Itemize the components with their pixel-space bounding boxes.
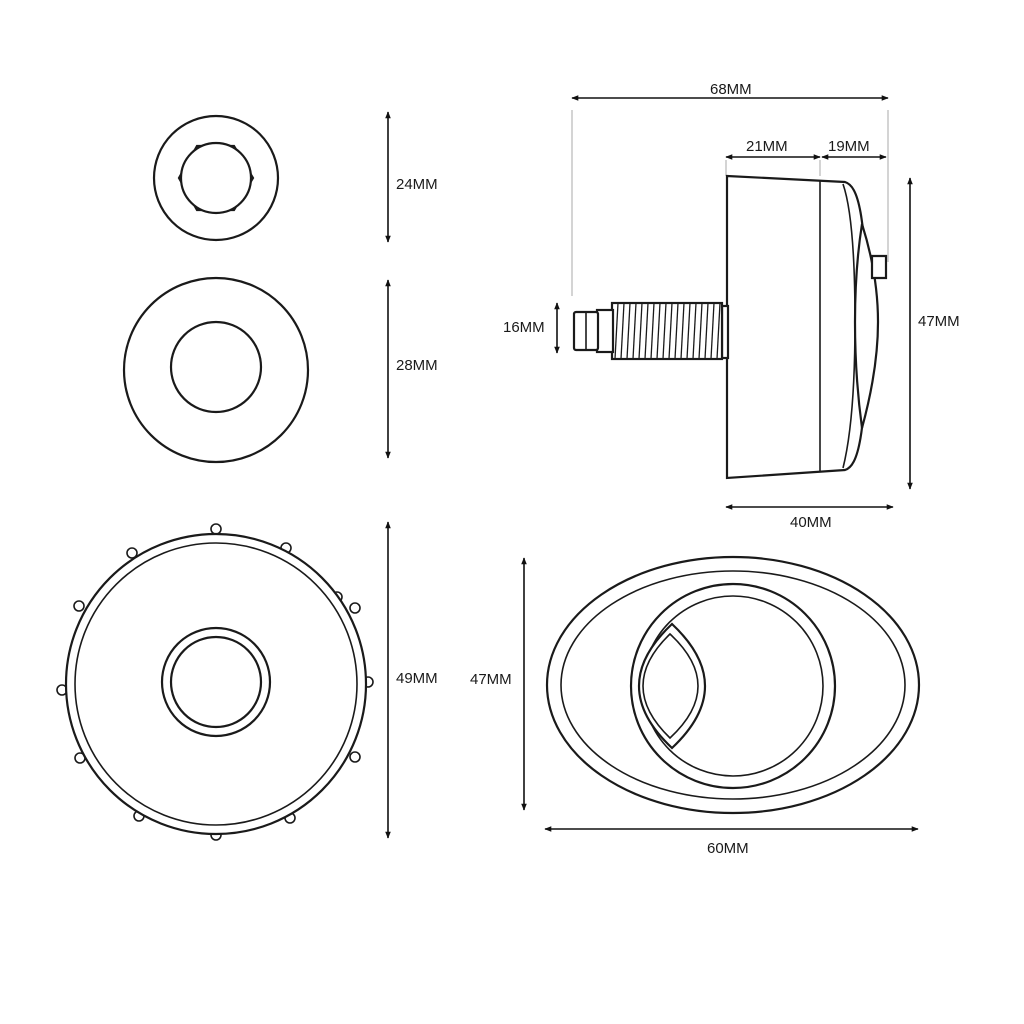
dim-label-button-height: 47MM: [470, 671, 512, 688]
dim-button-width: 60MM: [544, 826, 919, 857]
washer-medium: [122, 276, 310, 464]
side-view-thread: [572, 301, 724, 361]
side-body-shell: [725, 174, 869, 480]
dim-washer-medium: 28MM: [385, 279, 438, 459]
side-pin: [870, 254, 888, 280]
washer-small-hex: [152, 114, 280, 242]
dim-nut-large: 49MM: [385, 521, 438, 839]
thread-collar: [595, 308, 615, 354]
nut-large-ribbed: [56, 523, 374, 841]
dim-side-cap-depth: 19MM: [821, 138, 887, 160]
side-view-body: [720, 174, 888, 480]
dim-label-side-total: 68MM: [710, 81, 752, 98]
dim-label-washer-medium: 28MM: [396, 357, 438, 374]
dim-label-side-base-width: 40MM: [790, 514, 832, 531]
side-cap-lens: [853, 223, 880, 429]
thread-shaft: [610, 301, 724, 361]
dim-label-side-height: 47MM: [918, 313, 960, 330]
dim-label-side-cap-depth: 19MM: [828, 138, 870, 155]
button-lens-inner: [642, 632, 699, 740]
dim-side-body-depth: 21MM: [725, 138, 821, 160]
button-front-view: [545, 555, 921, 815]
thread-lines: [614, 302, 721, 360]
side-view-extension-lines: [571, 110, 889, 296]
dim-side-height: 47MM: [907, 177, 960, 490]
dim-button-height: 47MM: [470, 557, 527, 811]
dim-side-thread-diameter: 16MM: [503, 302, 560, 354]
dim-label-button-width: 60MM: [707, 840, 749, 857]
dim-label-side-thread-diameter: 16MM: [503, 319, 545, 336]
dim-label-washer-small: 24MM: [396, 176, 438, 193]
dim-washer-small: 24MM: [385, 111, 438, 243]
dim-label-side-body-depth: 21MM: [746, 138, 788, 155]
dim-side-total: 68MM: [571, 81, 889, 101]
dim-label-nut-large: 49MM: [396, 670, 438, 687]
dim-side-base-width: 40MM: [725, 504, 894, 531]
